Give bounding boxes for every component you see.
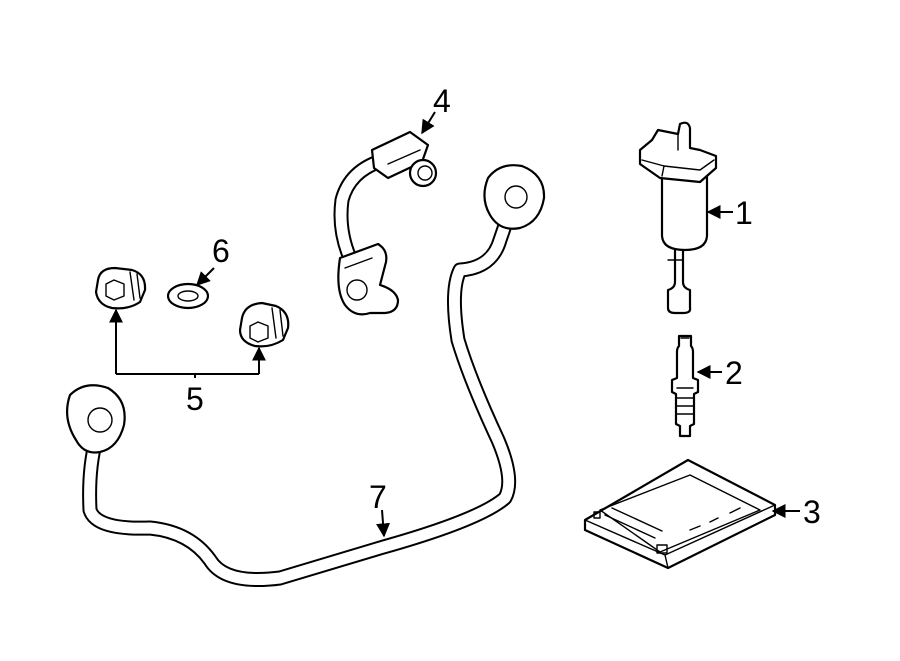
callout-1: 1 (735, 195, 753, 231)
ignition-coil (638, 121, 718, 315)
spark-plug (670, 334, 700, 438)
callout-4: 4 (433, 83, 451, 119)
leader-lines (109, 111, 800, 538)
washer (166, 282, 210, 310)
plug-left (94, 266, 147, 310)
plug-right (238, 301, 290, 348)
callout-5: 5 (186, 381, 204, 417)
callout-2: 2 (725, 355, 743, 391)
position-sensor (333, 130, 438, 316)
control-module (583, 458, 777, 570)
knock-sensor-harness (65, 164, 546, 588)
callout-6: 6 (212, 233, 230, 269)
callout-7: 7 (369, 479, 387, 515)
callout-3: 3 (803, 494, 821, 530)
